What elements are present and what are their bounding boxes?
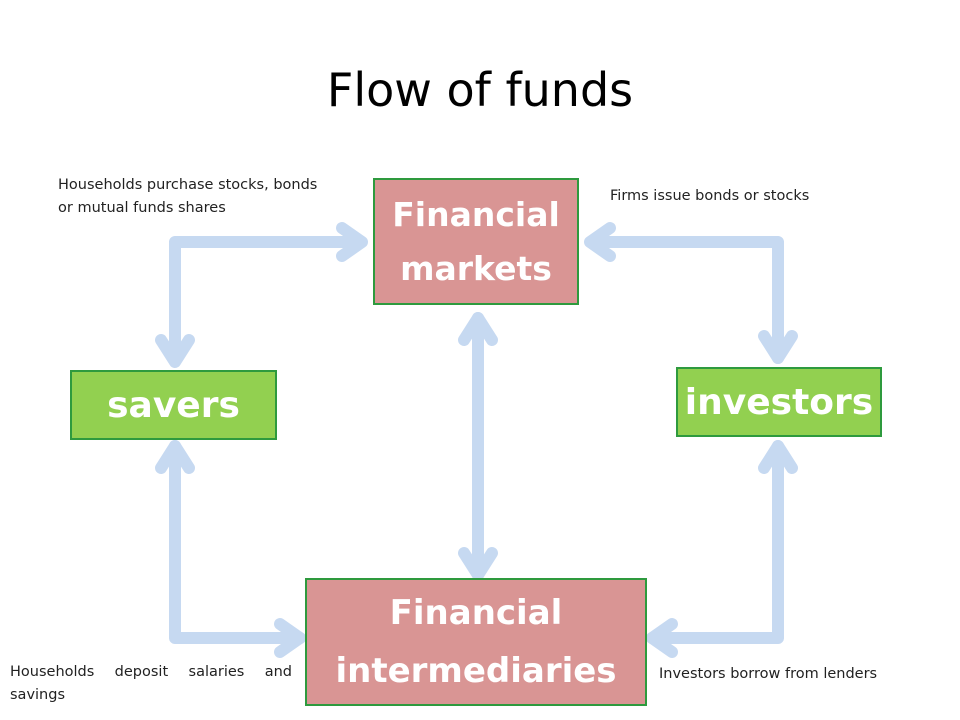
note-households-deposit: Households deposit salaries and savings (10, 664, 292, 703)
node-savers-label: savers (107, 384, 240, 426)
arrow-markets-intermediaries (458, 312, 498, 581)
node-financial-markets-label: Financial markets (392, 194, 560, 288)
node-financial-markets: Financial markets (373, 178, 579, 305)
arrow-investors-to-markets (584, 222, 798, 364)
arrow-investors-to-intermediaries (646, 440, 798, 658)
arrow-savers-to-intermediaries (155, 440, 306, 658)
node-investors: investors (676, 367, 882, 437)
note-households-purchase: Households purchase stocks, bonds or mut… (58, 177, 318, 216)
node-financial-intermediaries: Financial intermediaries (305, 578, 647, 706)
node-investors-label: investors (684, 381, 874, 423)
node-financial-intermediaries-label: Financial intermediaries (335, 593, 617, 691)
note-firms-issue: Firms issue bonds or stocks (610, 188, 810, 204)
node-savers: savers (70, 370, 277, 440)
arrow-savers-to-markets (155, 222, 368, 368)
slide-title: Flow of funds (326, 63, 634, 117)
note-investors-borrow: Investors borrow from lenders (659, 666, 878, 682)
